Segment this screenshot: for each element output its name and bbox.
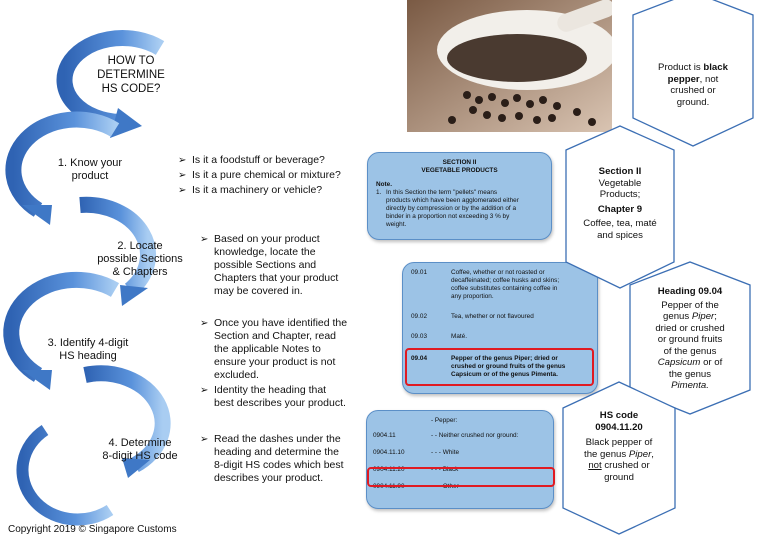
step-2-bullets: ➢ Based on your product knowledge, locat… [200,233,339,297]
heading-row: 09.01 Coffee, whether or not roasted or … [411,269,560,300]
heading-row: 09.02 Tea, whether or not flavoured [411,313,534,320]
hex-hscode-text: HS code 0904.11.20 Black pepper of the g… [584,410,654,483]
step-4-label: 4. Determine 8-digit HS code [102,437,178,462]
step-3-label: 3. Identify 4-digit HS heading [47,337,129,362]
hs-row: - Pepper: [431,417,458,424]
hs-row-selected: 0904.11.20 - - - Black [373,466,459,473]
hs-row: 0904.11.10 - - - White [373,449,460,456]
hex-section-text: Section II Vegetable Products; Chapter 9… [583,166,657,241]
arrow-bullet-icon: ➢ [200,318,209,329]
arrow-bullet-icon: ➢ [178,170,187,181]
flow-title: HOW TO DETERMINE HS CODE? [97,55,165,95]
arrow-bullet-icon: ➢ [178,185,187,196]
hs-code-subheadings-box: - Pepper: 0904.11 - - Neither crushed no… [366,410,554,509]
copyright-text: Copyright 2019 © Singapore Customs [8,524,177,535]
step-1-bullets: ➢Is it a foodstuff or beverage? ➢Is it a… [178,154,341,196]
heading-row-selected: 09.04 Pepper of the genus Piper; dried o… [411,355,566,378]
step-2-label: 2. Locate possible Sections & Chapters [97,240,183,278]
arrow-bullet-icon: ➢ [200,385,209,396]
step-1-label: 1. Know your product [57,157,123,182]
hex-heading-text: Heading 09.04 Pepper of the genus Piper;… [655,286,725,391]
step-4-bullets: ➢ Read the dashes under the heading and … [200,433,344,484]
step-3-bullets: ➢ Once you have identified the Section a… [200,317,348,409]
chapter-9-headings-box: 09.01 Coffee, whether or not roasted or … [402,262,598,394]
pepper-mortar-image [407,0,612,132]
heading-highlight [405,348,594,386]
hs-row: 0904.11 - - Neither crushed nor ground: [373,432,519,439]
curved-arrows-graphic [3,30,171,526]
heading-row: 09.03 Maté. [411,333,467,340]
arrow-bullet-icon: ➢ [200,434,209,445]
arrow-bullet-icon: ➢ [200,234,209,245]
hex-product-text: Product is black pepper, not crushed or … [658,62,728,108]
peppercorns-photo [407,0,612,132]
section-ii-box: SECTION II VEGETABLE PRODUCTS Note. 1. I… [367,152,552,240]
hs-code-highlight [367,467,555,487]
arrow-bullet-icon: ➢ [178,155,187,166]
